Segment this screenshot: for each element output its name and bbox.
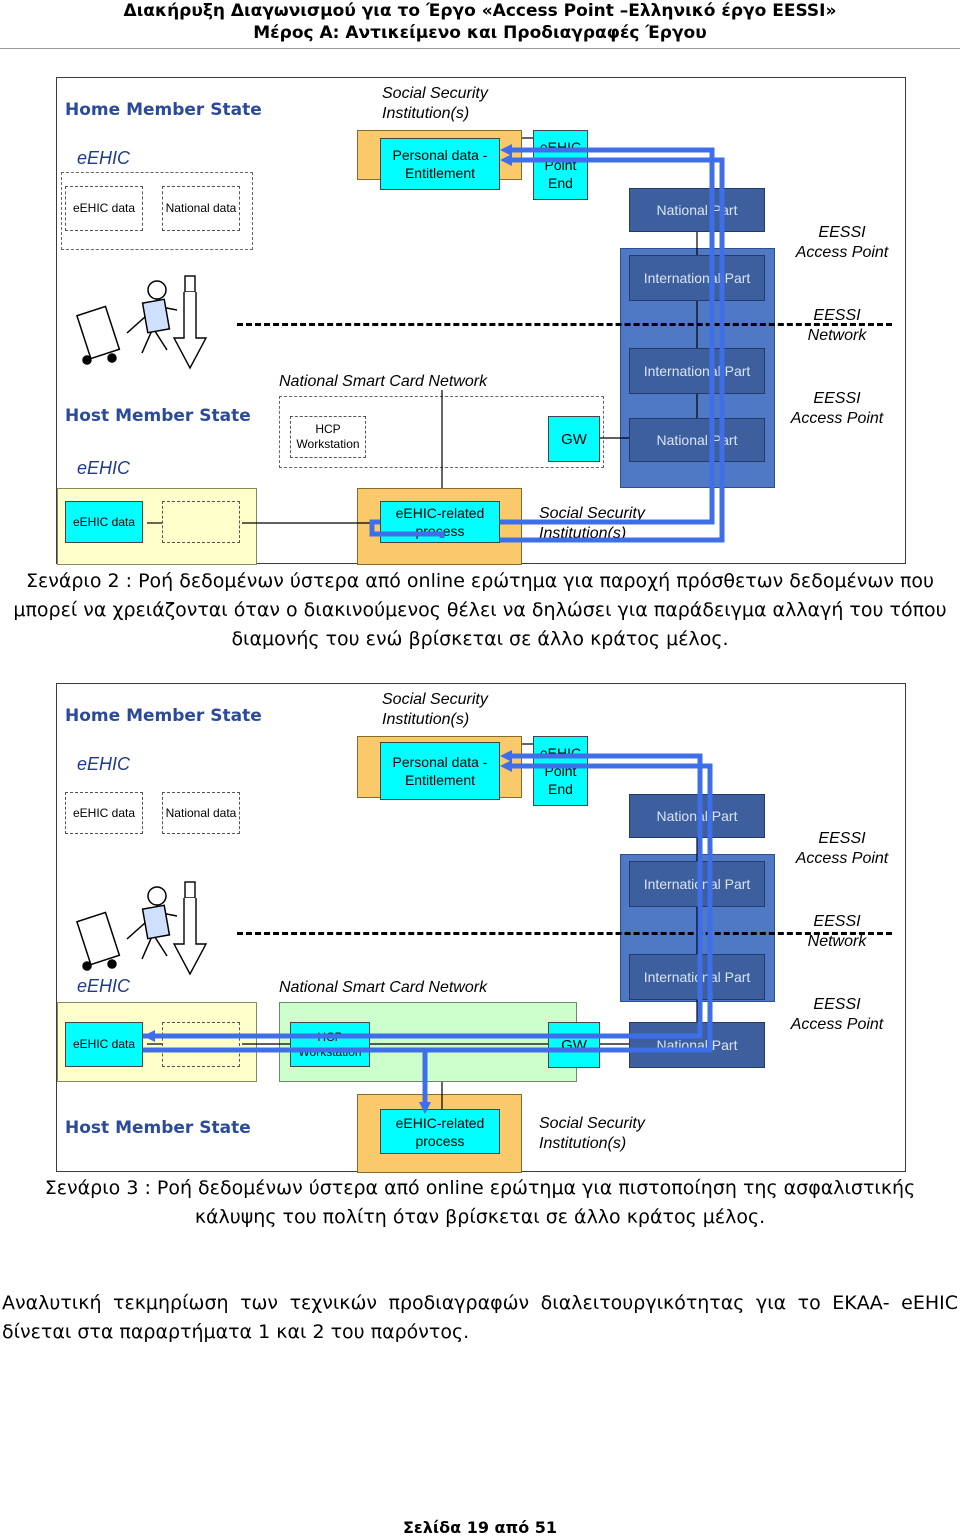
eessi-network-line xyxy=(237,323,892,326)
page-header: Διακήρυξη Διαγωνισμού για το Έργο «Acces… xyxy=(0,0,960,49)
eessi-network-line xyxy=(237,932,892,935)
international-part-top: International Part xyxy=(629,861,765,907)
gw-box: GW xyxy=(548,1022,600,1068)
home-national-data-box: National data xyxy=(162,792,240,834)
eessi-network-label: EESSI Network xyxy=(807,913,867,950)
eessi-ap-bottom-label: EESSI Access Point xyxy=(790,996,884,1033)
header-subtitle: Μέρος Α: Αντικείμενο και Προδιαγραφές Έρ… xyxy=(253,23,707,43)
home-eehic-data-box: eEHIC data xyxy=(65,186,143,231)
host-member-state-label: Host Member State xyxy=(65,406,251,426)
scenario-3-diagram: Home Member State eEHIC Social Security … xyxy=(56,683,906,1173)
ssi-top-label: Social Security Institution(s) xyxy=(382,85,488,122)
home-eehic-label: eEHIC xyxy=(77,754,131,774)
point-end-box: eEHIC Point End xyxy=(533,736,588,806)
national-part-bottom: National Part xyxy=(629,1022,765,1068)
international-part-top: International Part xyxy=(629,255,765,301)
ssi-bottom-label: Social Security Institution(s) xyxy=(539,1115,645,1152)
international-part-bottom: International Part xyxy=(629,348,765,394)
international-part-bottom: International Part xyxy=(629,954,765,1000)
scenario-2-diagram: Home Member State eEHIC Social Security … xyxy=(56,77,906,565)
host-eehic-label: eEHIC xyxy=(77,976,131,996)
scenario-3-caption: Σενάριο 3 : Ροή δεδομένων ύστερα από onl… xyxy=(44,1177,916,1228)
eehic-related-process-box: eEHIC-related process xyxy=(380,1109,500,1154)
eessi-ap-top-label: EESSI Access Point xyxy=(795,224,889,261)
gw-box: GW xyxy=(548,416,600,462)
home-eehic-label: eEHIC xyxy=(77,148,131,168)
header-title: Διακήρυξη Διαγωνισμού για το Έργο «Acces… xyxy=(123,1,837,21)
home-national-data-box: National data xyxy=(162,186,240,231)
eessi-ap-bottom-label: EESSI Access Point xyxy=(790,390,884,427)
card-reader-icon xyxy=(172,881,208,976)
ssi-top-label: Social Security Institution(s) xyxy=(382,691,488,728)
host-empty-data-box xyxy=(162,501,240,543)
smart-card-network-label: National Smart Card Network xyxy=(279,979,488,996)
ssi-bottom-label: Social Security Institution(s) xyxy=(539,505,645,542)
documentation-paragraph: Αναλυτική τεκμηρίωση των τεχνικών προδια… xyxy=(2,1292,958,1343)
eessi-network-label: EESSI Network xyxy=(807,307,867,344)
home-data-group xyxy=(61,172,253,250)
national-part-top: National Part xyxy=(629,794,765,838)
home-eehic-data-box: eEHIC data xyxy=(65,792,143,834)
smart-card-network-label: National Smart Card Network xyxy=(279,373,488,390)
hcp-workstation-box: HCP Workstation xyxy=(290,416,366,458)
eehic-related-process-box: eEHIC-related process xyxy=(380,501,500,543)
personal-data-box: Personal data - Entitlement xyxy=(380,138,500,190)
host-eehic-label: eEHIC xyxy=(77,458,131,478)
host-eehic-data-box: eEHIC data xyxy=(65,501,143,543)
personal-data-box: Personal data - Entitlement xyxy=(380,742,500,800)
traveller-icon xyxy=(75,886,178,971)
page-footer: Σελίδα 19 από 51 xyxy=(402,1518,558,1537)
hcp-workstation-box: HCP Workstation xyxy=(290,1022,370,1067)
host-member-state-label: Host Member State xyxy=(65,1118,251,1138)
host-eehic-data-box: eEHIC data xyxy=(65,1022,143,1067)
scenario-2-caption: Σενάριο 2 : Ροή δεδομένων ύστερα από onl… xyxy=(13,570,947,650)
home-member-state-label: Home Member State xyxy=(65,706,262,726)
traveller-icon xyxy=(75,280,178,365)
national-part-top: National Part xyxy=(629,188,765,232)
home-member-state-label: Home Member State xyxy=(65,100,262,120)
national-part-bottom: National Part xyxy=(629,418,765,462)
eessi-ap-top-label: EESSI Access Point xyxy=(795,830,889,867)
point-end-box: eEHIC Point End xyxy=(533,130,588,200)
host-empty-data-box xyxy=(162,1022,240,1067)
card-reader-icon xyxy=(172,275,208,370)
